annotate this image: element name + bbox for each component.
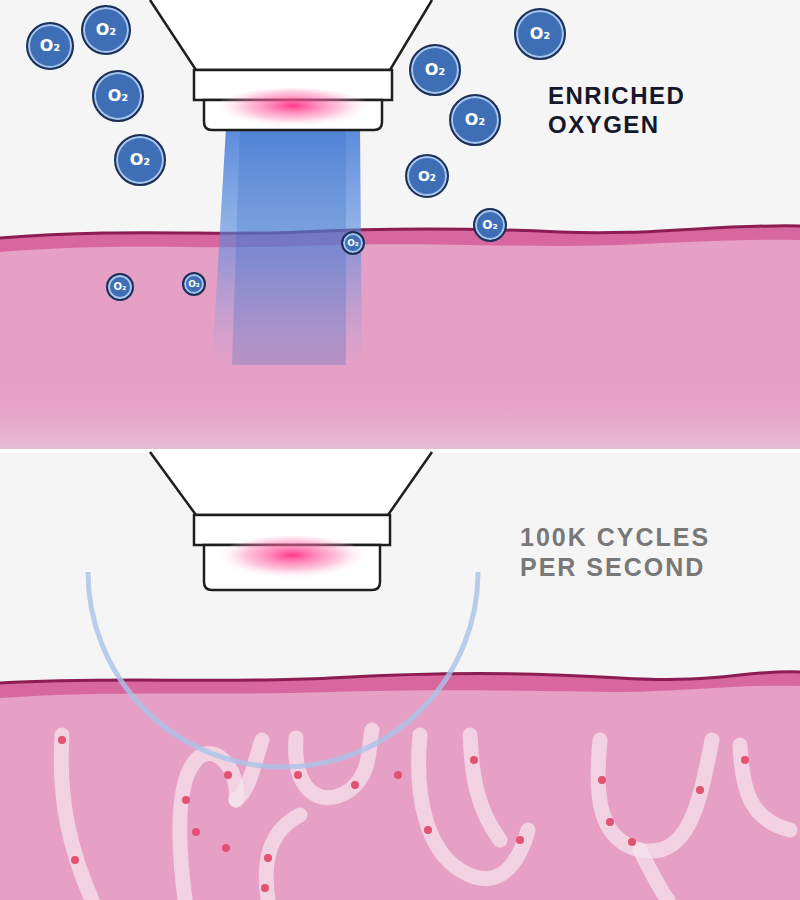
oxygen-bubble: O₂ [81, 5, 131, 55]
ultrasound-wave [88, 572, 478, 767]
molecule-label: O₂ [96, 22, 117, 38]
oxygen-bubble: O₂ [26, 22, 74, 70]
molecule-label: O₂ [188, 280, 200, 289]
molecule-label: O₂ [482, 219, 497, 231]
capillaries [61, 730, 790, 900]
oxygen-bubble: O₂ [92, 70, 144, 122]
device-glow [214, 536, 370, 584]
molecule-label: O₂ [114, 282, 127, 292]
oxygen-bubble: O₂ [449, 94, 501, 146]
light-beam-core [232, 128, 346, 365]
oxygen-bubble: O₂ [409, 44, 461, 96]
blood-cells [58, 736, 749, 892]
caption-label: 100K CYCLES PER SECOND [520, 522, 770, 582]
device-glow [213, 88, 373, 132]
oxygen-bubble: O₂ [514, 8, 566, 60]
skin-tissue [0, 226, 800, 450]
oxygen-bubble: O₂ [114, 134, 166, 186]
molecule-label: O₂ [108, 88, 129, 104]
molecule-label: O₂ [465, 112, 486, 128]
device-handle [150, 452, 432, 515]
molecule-label: O₂ [530, 26, 551, 42]
oxygen-bubble: O₂ [473, 208, 507, 242]
molecule-label: O₂ [425, 62, 446, 78]
molecule-label: O₂ [40, 38, 61, 54]
caption-label: ENRICHED OXYGEN [548, 82, 738, 140]
skin-outline [0, 226, 800, 238]
light-beam [212, 128, 362, 365]
oxygen-bubble: O₂ [182, 272, 206, 296]
tissue-fade [0, 385, 800, 450]
oxygen-bubble: O₂ [106, 273, 134, 301]
oxygen-bubble: O₂ [405, 154, 449, 198]
molecule-label: O₂ [130, 152, 151, 168]
molecule-label: O₂ [347, 239, 359, 248]
device-handle [150, 0, 432, 70]
molecule-label: O₂ [418, 169, 436, 183]
oxygen-bubble: O₂ [341, 231, 365, 255]
skin-tissue [0, 672, 800, 900]
skin-surface-layer [0, 226, 800, 252]
